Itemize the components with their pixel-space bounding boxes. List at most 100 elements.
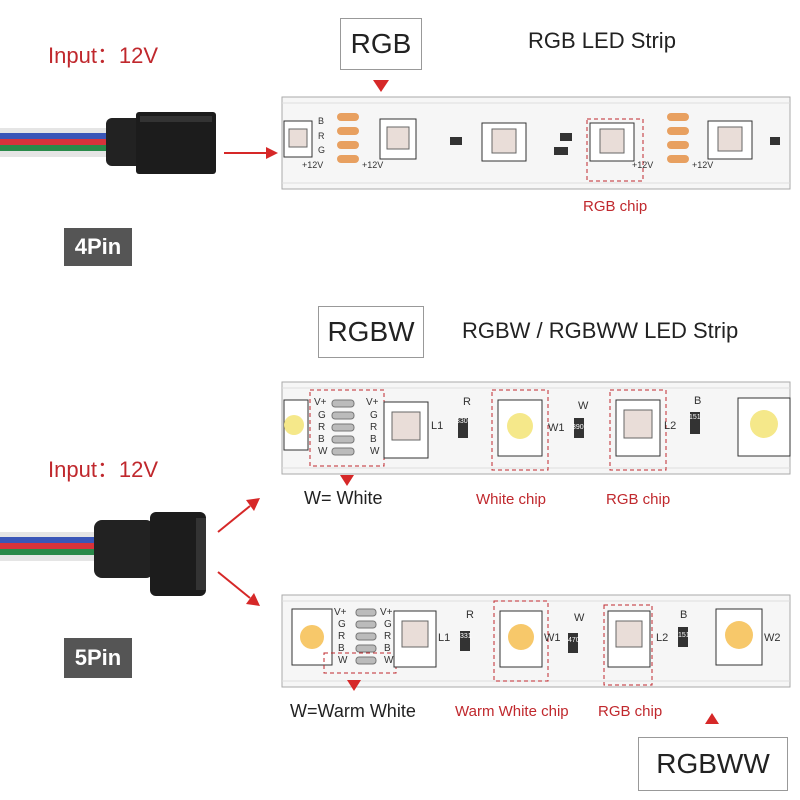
rgbw-component-l2: L2: [664, 420, 677, 432]
white-led-2: [737, 397, 791, 457]
rgbww-pad-letter-b-right: B: [384, 643, 391, 654]
connector-body: [94, 520, 154, 578]
rgb-type-label: RGB: [340, 18, 422, 70]
rgb-led-1: [393, 610, 437, 668]
rgbw-rgb-chip-label: RGB chip: [606, 491, 671, 508]
rgbw-component-b: B: [694, 395, 702, 407]
rgbw-resistor-151: 151: [689, 414, 701, 421]
rgb-strip-pad-letter-g: G: [318, 145, 326, 155]
rgbww-legend-warm-white: W=Warm White: [290, 701, 416, 721]
rgbww-pad-letter-r-right: R: [384, 631, 392, 642]
rgb-led-1: [283, 120, 313, 158]
warm-white-chip-highlight: [493, 600, 549, 682]
connector-plug: [150, 512, 206, 596]
rgbww-resistor-331: 331: [460, 633, 472, 640]
rgbw-strip-title: RGBW / RGBWW LED Strip: [462, 318, 739, 343]
arrow-to-rgbww-strip: [217, 571, 260, 606]
rgb-led-1: [383, 401, 429, 459]
rgbw-component-l1: L1: [431, 420, 444, 432]
solder-pads: [331, 399, 355, 456]
rgbw-pad-letter-b: B: [318, 434, 325, 445]
rgbww-resistor-470: 470: [568, 637, 580, 644]
rgb-strip-pad-letter-b: B: [318, 116, 325, 126]
rgbw-pad-letter-g: G: [318, 410, 326, 421]
rgb-strip-title: RGB LED Strip: [528, 28, 676, 53]
rgb-led-3: [481, 122, 527, 162]
rgb-strip-voltage-label-3: +12V: [632, 160, 654, 170]
rgbww-component-w: W: [574, 612, 585, 624]
rgbw-pad-letter-w-right: W: [370, 446, 380, 457]
rgbww-pad-letter-vplus: V+: [334, 607, 347, 618]
rgbww-component-b: B: [680, 609, 688, 621]
solder-pads-1: [337, 113, 359, 163]
rgbw-5pin-connector: [0, 512, 206, 596]
rgb-led-4: [589, 122, 635, 162]
5pin-badge: 5Pin: [64, 638, 132, 678]
rgbw-pad-letter-vplus: V+: [314, 397, 327, 408]
rgbww-pad-letter-r: R: [338, 631, 346, 642]
connector-body: [106, 118, 144, 166]
rgbw-component-w1: W1: [548, 422, 565, 434]
input-voltage-label-rgbw: Input：12V: [48, 457, 159, 482]
rgbw-resistor-390: 390: [572, 424, 584, 431]
rgbww-resistor-151: 151: [678, 632, 690, 639]
rgb-strip-voltage-label-4: +12V: [692, 160, 714, 170]
rgbww-component-w2: W2: [764, 632, 781, 644]
cable-wires: [0, 128, 110, 157]
white-chip-highlight: [491, 389, 549, 471]
rgb-strip-voltage-label-2: +12V: [362, 160, 384, 170]
rgbww-pad-letter-b: B: [338, 643, 345, 654]
rgbww-pad-letter-g: G: [338, 619, 346, 630]
rgb-led-5: [707, 120, 753, 160]
rgbww-rgb-chip-label: RGB chip: [598, 703, 663, 720]
rgbw-resistor-330: 330: [456, 418, 468, 425]
arrow-to-rgbw-strip: [217, 498, 260, 533]
rgbw-pad-letter-w: W: [318, 446, 328, 457]
rgbww-component-r: R: [466, 609, 474, 621]
cable-wires: [0, 532, 100, 561]
rgb-led-strip: [281, 96, 791, 190]
4pin-badge: 4Pin: [64, 228, 132, 266]
rgbww-component-l1: L1: [438, 632, 451, 644]
rgbw-pad-letter-r: R: [318, 422, 326, 433]
up-arrow-rgbww: [705, 713, 719, 724]
rgbw-led-strip: [281, 381, 791, 475]
rgbw-component-w: W: [578, 400, 589, 412]
rgbw-pad-letter-r-right: R: [370, 422, 378, 433]
rgbww-pad-letter-w-right: W: [384, 655, 394, 666]
rgb-4pin-connector: [0, 112, 216, 174]
rgbw-pad-letter-vplus-right: V+: [366, 397, 379, 408]
rgbw-pad-letter-g-right: G: [370, 410, 378, 421]
rgbww-type-label: RGBWW: [638, 737, 788, 791]
rgb-strip-voltage-label: +12V: [302, 160, 324, 170]
white-led-left: [283, 399, 309, 451]
w-pad-highlight: [323, 652, 397, 674]
rgbw-type-label: RGBW: [318, 306, 424, 358]
rgbw-component-r: R: [463, 396, 471, 408]
rgbww-led-strip: [281, 594, 791, 688]
rgbww-component-l2: L2: [656, 632, 669, 644]
solder-pads: [355, 608, 377, 665]
rgb-led-2: [379, 118, 417, 160]
input-voltage-label-rgb: Input：12V: [48, 43, 159, 68]
down-arrow-rgbw-pads: [340, 475, 354, 486]
down-arrow-rgb: [373, 80, 389, 92]
rgbww-component-w1: W1: [544, 632, 561, 644]
arrow-to-rgb-strip: [224, 147, 278, 159]
rgb-chip-highlight: [609, 389, 667, 471]
rgb-chip-highlight: [586, 118, 644, 182]
rgbww-pad-letter-g-right: G: [384, 619, 392, 630]
rgbw-pad-letter-b-right: B: [370, 434, 377, 445]
connector-plug: [136, 112, 216, 174]
rgbw-legend-white: W= White: [304, 488, 383, 508]
rgb-strip-pad-letter-r: R: [318, 131, 325, 141]
rgbww-pad-letter-w: W: [338, 655, 348, 666]
rgb-led-2: [615, 399, 661, 457]
warm-white-led-1: [499, 610, 543, 668]
rgb-chip-label: RGB chip: [583, 198, 648, 215]
white-led-1: [497, 399, 543, 457]
warm-white-led-left: [291, 608, 333, 666]
rgbww-pad-letter-vplus-right: V+: [380, 607, 393, 618]
rgb-led-2: [607, 610, 651, 668]
solder-pads-2: [667, 113, 689, 163]
